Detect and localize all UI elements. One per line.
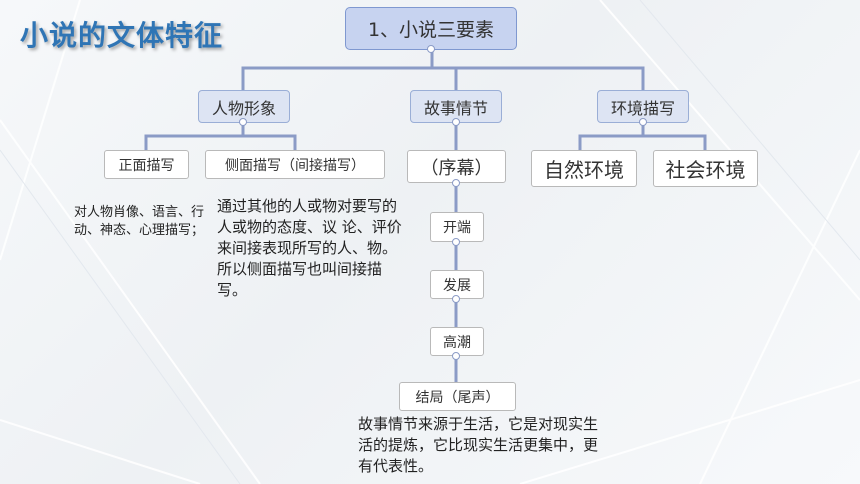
collapse-knob[interactable] [239, 118, 247, 126]
indirect-description-node[interactable]: 侧面描写（间接描写） [205, 150, 385, 179]
plot-stage-label: 结局（尾声） [415, 389, 500, 406]
plot-stage-label: 开端 [443, 220, 471, 236]
root-label: 1、小说三要素 [367, 19, 495, 41]
plot-stage-label: 发展 [443, 277, 471, 294]
characters-label: 人物形象 [211, 98, 276, 118]
plot-stage-climax[interactable]: 高潮 [430, 327, 484, 356]
collapse-knob[interactable] [452, 295, 460, 303]
plot-label: 故事情节 [423, 98, 488, 118]
collapse-knob[interactable] [452, 118, 460, 126]
natural-setting-node[interactable]: 自然环境 [531, 150, 637, 187]
direct-description-label: 正面描写 [118, 157, 175, 174]
plot-note: 故事情节来源于生活，它是对现实生活的提炼，它比现实生活更集中，更有代表性。 [358, 415, 599, 475]
direct-description-note: 对人物肖像、语言、行动、神态、心理描写； [74, 205, 205, 238]
setting-node[interactable]: 环境描写 [597, 90, 689, 123]
direct-description-node[interactable]: 正面描写 [104, 150, 189, 179]
page-title: 小说的文体特征 [20, 19, 224, 52]
characters-node[interactable]: 人物形象 [198, 90, 290, 123]
setting-label: 环境描写 [610, 98, 675, 118]
collapse-knob[interactable] [639, 118, 647, 126]
indirect-description-note: 通过其他的人或物对要写的人或物的态度、议 论、评价来间接表现所写的人、物。所以侧… [217, 197, 402, 299]
social-setting-label: 社会环境 [665, 158, 746, 182]
natural-setting-label: 自然环境 [544, 158, 624, 182]
indirect-description-label: 侧面描写（间接描写） [225, 157, 365, 174]
root-node[interactable]: 1、小说三要素 [345, 7, 517, 50]
social-setting-node[interactable]: 社会环境 [653, 150, 758, 187]
collapse-knob[interactable] [452, 238, 460, 246]
collapse-knob[interactable] [452, 352, 460, 360]
plot-node[interactable]: 故事情节 [410, 90, 502, 123]
collapse-knob[interactable] [427, 45, 435, 53]
plot-stage-label: 高潮 [443, 334, 471, 351]
collapse-knob[interactable] [452, 179, 460, 187]
plot-stage-label: （序幕） [420, 157, 493, 179]
plot-stage-ending[interactable]: 结局（尾声） [399, 382, 516, 411]
plot-stage-prologue[interactable]: （序幕） [407, 150, 506, 183]
